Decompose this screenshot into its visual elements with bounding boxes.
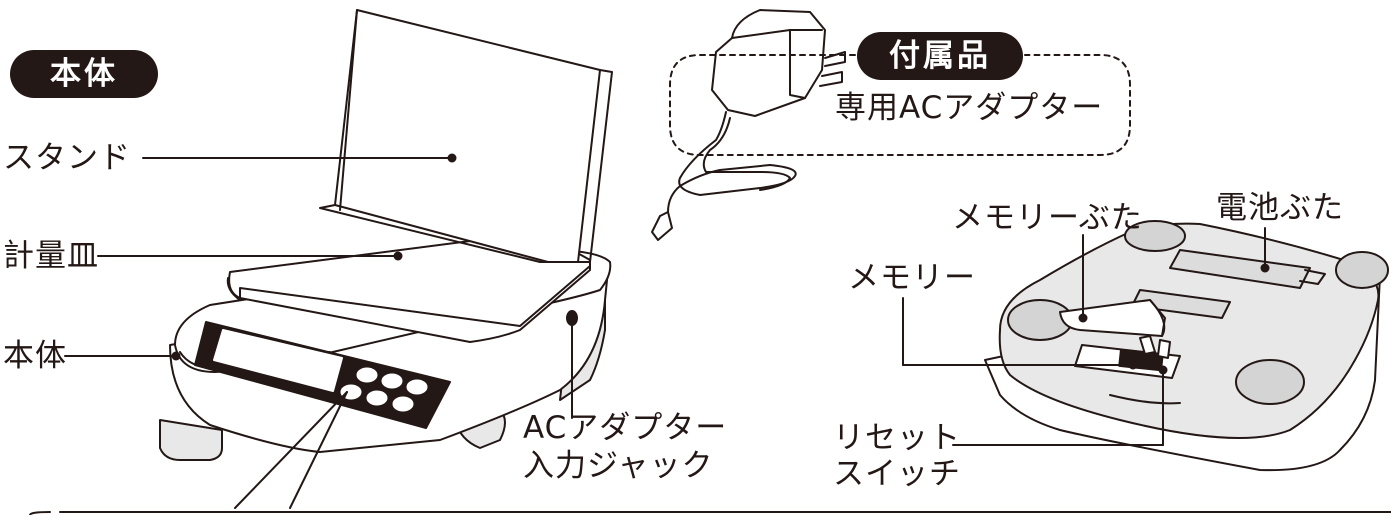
leader-lines (29, 157, 1391, 515)
ac-jack-label-line1: ACアダプター (523, 410, 728, 446)
adapter-label: 専用ACアダプター (835, 90, 1104, 126)
accessories-heading: 付属品 (857, 32, 1023, 80)
reset-label-line1: リセット (833, 420, 961, 456)
scale-illustration (159, 9, 613, 461)
memory-label: メモリー (848, 260, 976, 296)
accessories-bubble (669, 54, 1131, 156)
body-label: 本体 (3, 338, 67, 374)
stand-label: スタンド (3, 140, 131, 176)
adapter-illustration (651, 9, 846, 241)
weighing-pan-label: 計量皿 (3, 238, 99, 274)
reset-label-line2: スイッチ (833, 456, 961, 492)
ac-jack-label-line2: 入力ジャック (523, 448, 714, 484)
main-unit-heading: 本体 (10, 50, 158, 98)
memory-cover-label: メモリーぶた (952, 200, 1143, 236)
underside-illustration (984, 220, 1389, 472)
battery-cover-label: 電池ぶた (1216, 190, 1344, 226)
